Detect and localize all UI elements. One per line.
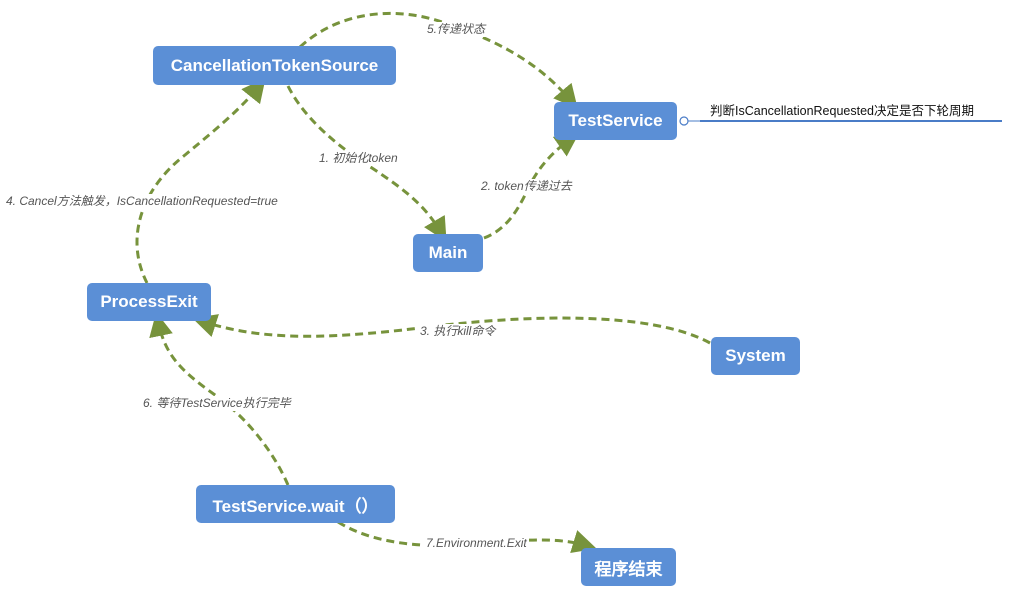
edge-label-pass-token: 2. token传递过去 — [479, 179, 574, 194]
edge-wait-finish — [149, 312, 290, 486]
node-process-exit[interactable]: ProcessExit — [87, 283, 211, 321]
node-cancellation-token-source[interactable]: CancellationTokenSource — [153, 46, 396, 85]
node-test-service[interactable]: TestService — [554, 102, 677, 140]
edge-cancel-trigger — [135, 77, 266, 284]
note-connector-dot — [679, 116, 689, 126]
edge-label-environment-exit: 7.Environment.Exit — [424, 536, 529, 551]
edge-init-token — [286, 85, 447, 242]
edge-label-wait-finish: 6. 等待TestService执行完毕 — [141, 396, 293, 411]
edge-label-cancel-trigger: 4. Cancel方法触发，IsCancellationRequested=tr… — [4, 194, 280, 209]
test-service-note: 判断IsCancellationRequested决定是否下轮周期 — [710, 104, 974, 118]
node-system[interactable]: System — [711, 337, 800, 375]
edge-kill-command — [192, 314, 711, 345]
node-test-service-wait[interactable]: TestService.wait（） — [196, 485, 395, 523]
edge-label-kill-command: 3. 执行kill命令 — [418, 324, 498, 339]
node-main[interactable]: Main — [413, 234, 483, 272]
node-program-end[interactable]: 程序结束 — [581, 548, 676, 586]
edge-label-init-token: 1. 初始化token — [317, 151, 400, 166]
edge-label-pass-state: 5.传递状态 — [425, 22, 488, 37]
